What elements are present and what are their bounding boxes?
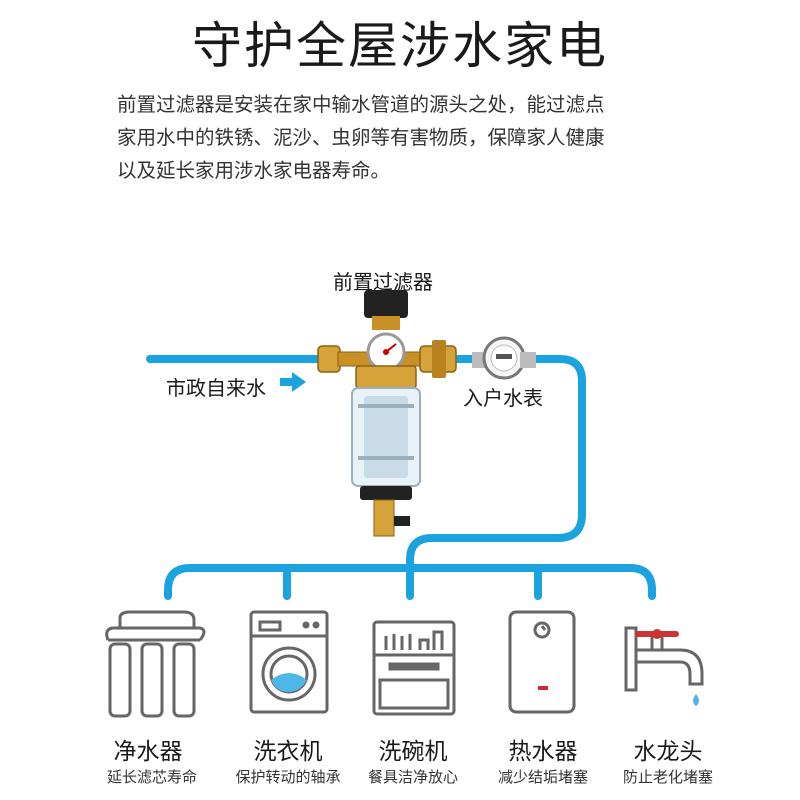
water-meter-icon (472, 336, 536, 380)
description-line: 前置过滤器是安装在家中输水管道的源头之处，能过滤点 (117, 93, 605, 116)
inlet-label: 市政自来水 (166, 376, 266, 400)
appliance-name-dishwasher: 洗碗机 (378, 739, 448, 765)
appliance-desc-washing-machine: 保护转动的轴承 (235, 768, 341, 786)
description-line: 以及延长家用涉水家电器寿命。 (117, 159, 391, 182)
dishwasher-icon (372, 620, 456, 716)
faucet-icon (624, 626, 704, 706)
appliance-name-water-heater: 热水器 (508, 739, 578, 765)
water-purifier-icon (105, 610, 206, 718)
washing-machine-icon (249, 610, 329, 714)
pre-filter-icon (317, 290, 457, 537)
appliance-desc-water-purifier: 延长滤芯寿命 (106, 768, 197, 786)
appliance-desc-faucet: 防止老化堵塞 (622, 768, 713, 786)
appliance-name-washing-machine: 洗衣机 (253, 739, 323, 765)
appliance-name-water-purifier: 净水器 (113, 739, 183, 765)
meter-label: 入户水表 (463, 386, 543, 410)
description: 前置过滤器是安装在家中输水管道的源头之处，能过滤点 家用水中的铁锈、泥沙、虫卵等… (117, 88, 717, 187)
flow-arrow-icon (280, 372, 306, 392)
water-heater-icon (508, 610, 576, 714)
page-title: 守护全屋涉水家电 (192, 17, 608, 75)
filter-label: 前置过滤器 (333, 270, 433, 294)
appliance-desc-dishwasher: 餐具洁净放心 (367, 768, 458, 786)
appliance-name-faucet: 水龙头 (633, 739, 703, 765)
appliance-desc-water-heater: 减少结垢堵塞 (497, 768, 588, 786)
distribution-pipe (164, 564, 656, 600)
pipe-network (146, 355, 656, 600)
description-line: 家用水中的铁锈、泥沙、虫卵等有害物质，保障家人健康 (117, 126, 605, 149)
outlet-pipe (406, 355, 586, 600)
